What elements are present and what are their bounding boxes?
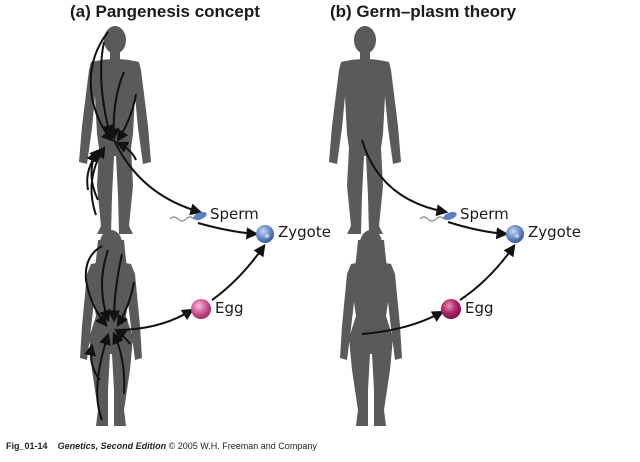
zygote-label-a: Zygote [278,223,331,241]
sperm-cell-b [419,211,457,222]
zygote-b [506,225,524,243]
pangenesis-arrows-male [86,31,137,216]
caption-publisher: © 2005 W.H. Freeman and Company [168,441,317,451]
zygote-a [256,225,274,243]
gamete-arrows-b [361,139,516,335]
sperm-label-b: Sperm [460,205,509,223]
caption-figure-id: Fig_01-14 [6,441,48,451]
egg-cell-b [441,299,461,319]
sperm-label-a: Sperm [210,205,259,223]
egg-label-a: Egg [215,299,244,317]
female-silhouette-b [340,230,402,426]
gamete-arrows-a [113,139,266,331]
egg-cell-a [191,299,211,319]
male-silhouette-a [79,26,151,234]
panel-title-a: (a) Pangenesis concept [70,2,260,21]
pangenesis-arrows-female [84,245,135,421]
male-silhouette-b [329,26,401,234]
sperm-cell-a [169,211,207,222]
caption-book-title: Genetics, Second Edition [57,441,167,451]
figure-caption: Fig_01-14 Genetics, Second Edition © 200… [6,441,317,451]
panel-title-b: (b) Germ–plasm theory [330,2,517,21]
zygote-label-b: Zygote [528,223,581,241]
egg-label-b: Egg [465,299,494,317]
